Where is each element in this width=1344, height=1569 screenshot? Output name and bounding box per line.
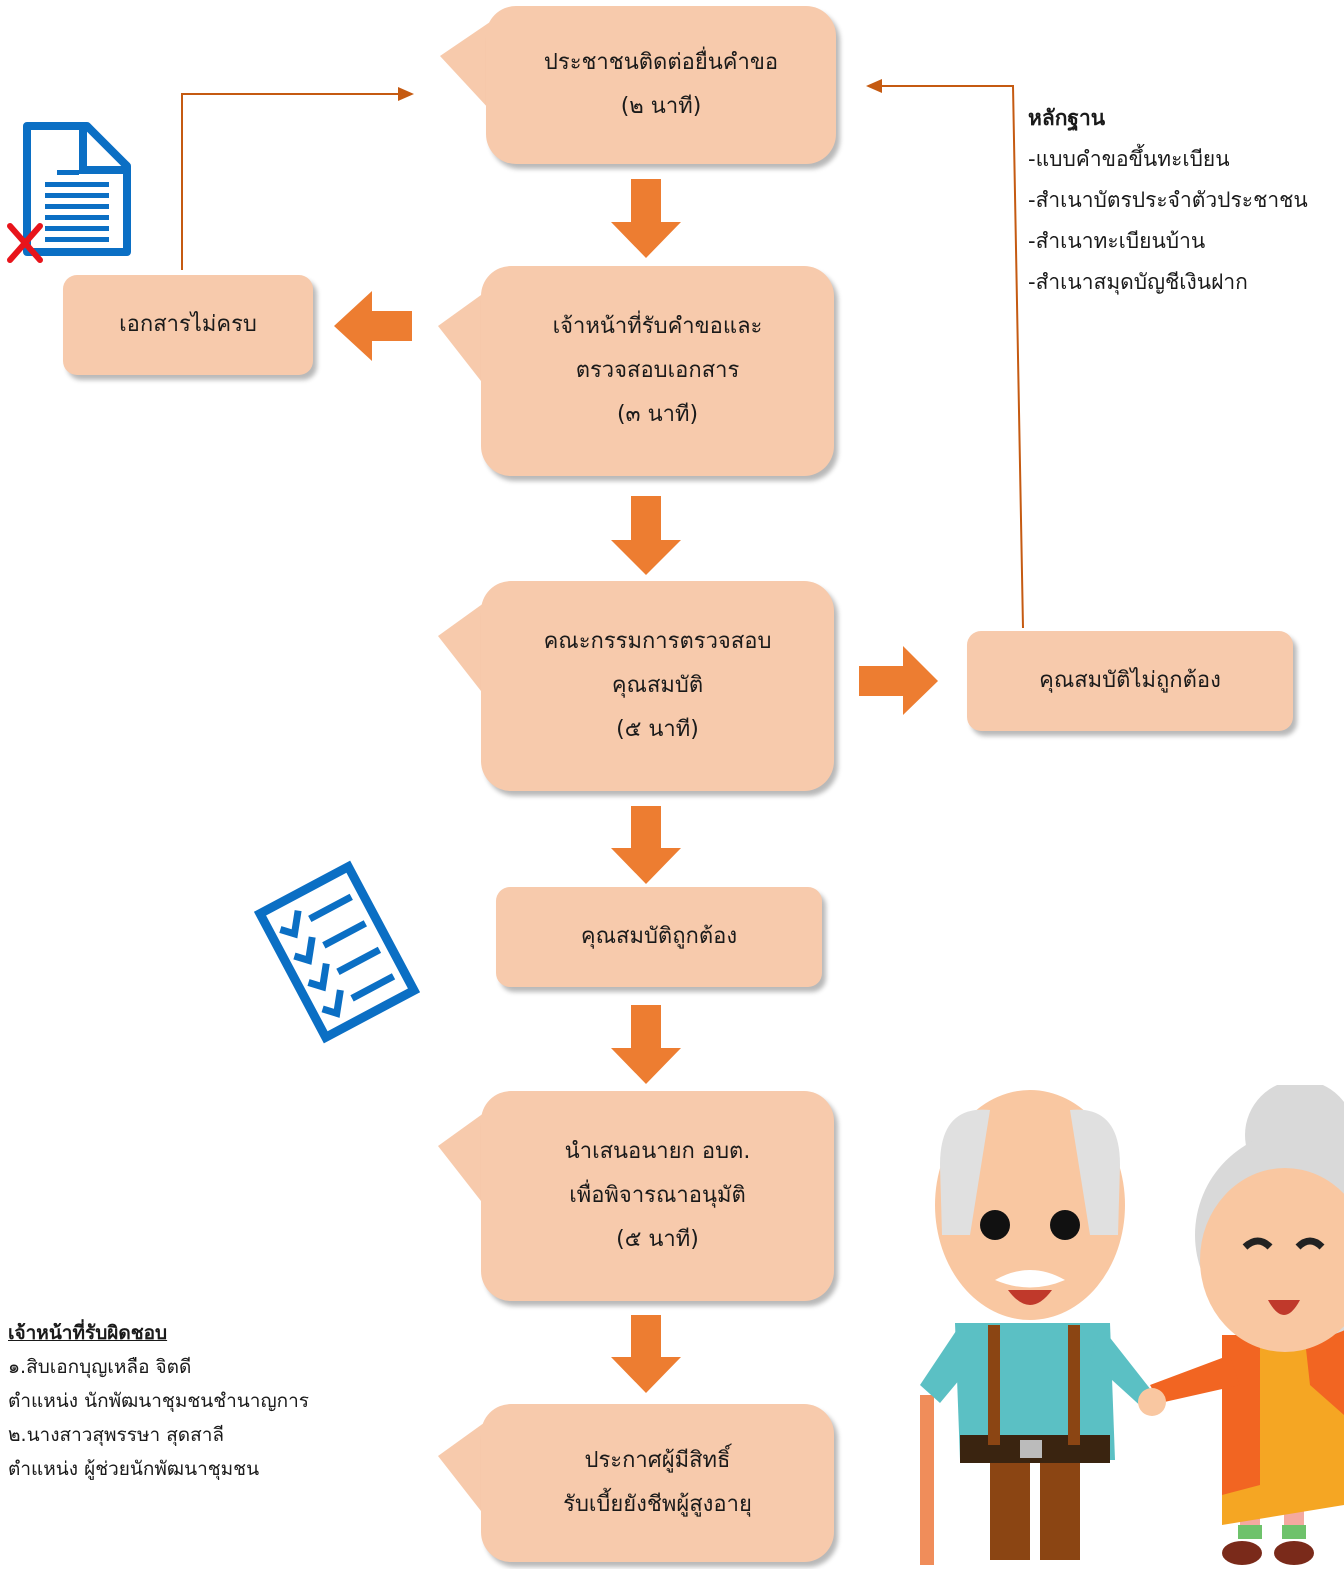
connector-recheck bbox=[882, 85, 1024, 629]
step-text: ตรวจสอบเอกสาร bbox=[575, 358, 740, 383]
down-arrow-5 bbox=[611, 1315, 681, 1393]
step-announce-eligible: ประกาศผู้มีสิทธิ์ รับเบี้ยยังชีพผู้สูงอา… bbox=[481, 1404, 834, 1562]
down-arrow-2 bbox=[611, 496, 681, 575]
step-committee-check: คณะกรรมการตรวจสอบ คุณสมบัติ (๕ นาที) bbox=[481, 581, 834, 791]
step-text: รับเบี้ยยังชีพผู้สูงอายุ bbox=[563, 1492, 752, 1517]
incomplete-docs-box: เอกสารไม่ครบ bbox=[63, 275, 313, 375]
step-time: (๓ นาที) bbox=[616, 402, 699, 427]
grandpa-figure bbox=[905, 1090, 1166, 1565]
evidence-item: -แบบคำขอขึ้นทะเบียน bbox=[1028, 147, 1230, 171]
responsible-line: ตำแหน่ง นักพัฒนาชุมชนชำนาญการ bbox=[8, 1390, 310, 1412]
elderly-couple-illustration bbox=[905, 1085, 1344, 1565]
box-label: คุณสมบัติไม่ถูกต้อง bbox=[1039, 668, 1221, 693]
bubble-tail-6 bbox=[438, 1420, 488, 1520]
step-submit-request: ประชาชนติดต่อยื่นคำขอ (๒ นาที) bbox=[486, 6, 836, 164]
step-text: เพื่อพิจารณาอนุมัติ bbox=[569, 1183, 746, 1208]
step-text: นำเสนอนายก อบต. bbox=[564, 1139, 751, 1164]
grandma-figure bbox=[1150, 1085, 1344, 1565]
step-text: คุณสมบัติถูกต้อง bbox=[580, 924, 738, 949]
right-arrow-unqualified bbox=[859, 646, 938, 715]
down-arrow-1 bbox=[611, 179, 681, 258]
responsible-title: เจ้าหน้าที่รับผิดชอบ bbox=[8, 1322, 168, 1344]
connector-arrowhead-2 bbox=[866, 79, 882, 93]
checklist-icon bbox=[253, 860, 421, 1044]
evidence-title: หลักฐาน bbox=[1028, 106, 1106, 130]
responsible-line: ตำแหน่ง ผู้ช่วยนักพัฒนาชุมชน bbox=[8, 1458, 260, 1480]
evidence-item: -สำเนาทะเบียนบ้าน bbox=[1028, 229, 1206, 253]
bubble-tail-2 bbox=[438, 290, 488, 390]
box-label: เอกสารไม่ครบ bbox=[119, 312, 257, 337]
responsible-officers: เจ้าหน้าที่รับผิดชอบ ๑.สิบเอกบุญเหลือ จิ… bbox=[8, 1316, 309, 1486]
step-text: เจ้าหน้าที่รับคำขอและ bbox=[552, 314, 763, 339]
connector-resubmit bbox=[181, 93, 398, 270]
evidence-item: -สำเนาบัตรประจำตัวประชาชน bbox=[1028, 188, 1308, 212]
responsible-line: ๒.นางสาวสุพรรษา สุดสาลี bbox=[8, 1424, 225, 1446]
unqualified-box: คุณสมบัติไม่ถูกต้อง bbox=[967, 631, 1293, 731]
evidence-item: -สำเนาสมุดบัญชีเงินฝาก bbox=[1028, 270, 1248, 294]
left-arrow-incomplete bbox=[334, 291, 412, 361]
step-receive-and-check: เจ้าหน้าที่รับคำขอและ ตรวจสอบเอกสาร (๓ น… bbox=[481, 266, 834, 476]
step-present-to-mayor: นำเสนอนายก อบต. เพื่อพิจารณาอนุมัติ (๕ น… bbox=[481, 1091, 834, 1301]
step-time: (๕ นาที) bbox=[616, 717, 699, 742]
bubble-tail-3 bbox=[438, 600, 488, 700]
responsible-line: ๑.สิบเอกบุญเหลือ จิตดี bbox=[8, 1356, 192, 1378]
step-time: (๕ นาที) bbox=[616, 1227, 699, 1252]
step-qualified: คุณสมบัติถูกต้อง bbox=[496, 887, 822, 987]
step-text: ประกาศผู้มีสิทธิ์ bbox=[584, 1448, 731, 1473]
document-missing-icon bbox=[7, 122, 131, 263]
bubble-tail-5 bbox=[438, 1110, 488, 1210]
down-arrow-3 bbox=[611, 806, 681, 884]
evidence-list: หลักฐาน -แบบคำขอขึ้นทะเบียน -สำเนาบัตรปร… bbox=[1028, 98, 1308, 303]
down-arrow-4 bbox=[611, 1005, 681, 1084]
step-text: คุณสมบัติ bbox=[611, 673, 704, 698]
step-text: คณะกรรมการตรวจสอบ bbox=[543, 629, 772, 654]
step-text: ประชาชนติดต่อยื่นคำขอ bbox=[543, 50, 779, 75]
connector-arrowhead-1 bbox=[398, 87, 414, 101]
step-time: (๒ นาที) bbox=[620, 94, 702, 119]
bubble-tail-1 bbox=[440, 22, 490, 110]
